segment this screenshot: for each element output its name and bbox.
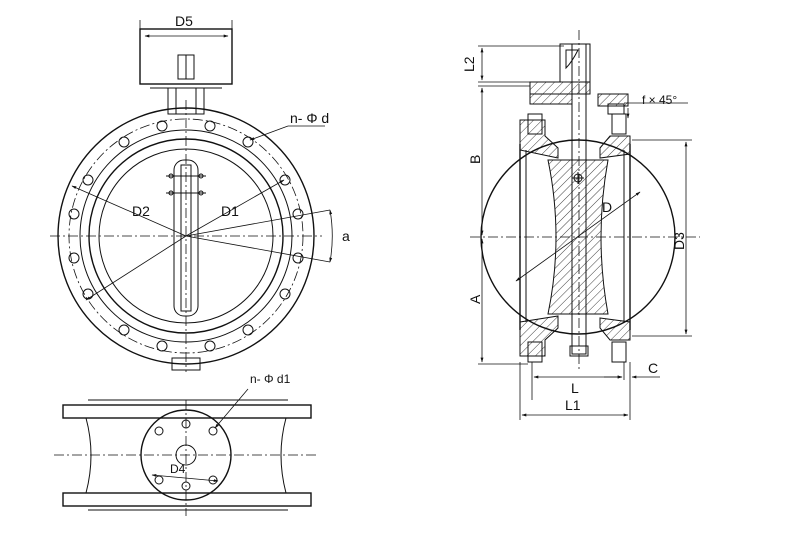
label-a: a — [342, 228, 350, 244]
bottom-view: n- Φ d1 D4 — [54, 372, 318, 516]
label-d1: D1 — [221, 203, 239, 219]
bolt-holes — [68, 120, 304, 352]
front-view: D5 — [50, 13, 350, 372]
label-l1: L1 — [565, 397, 581, 413]
bottom-flange-circle — [140, 409, 232, 501]
disc-edge — [166, 159, 206, 317]
side-view: D L2 B A D3 f × 45° L C — [461, 30, 700, 420]
label-d2: D2 — [132, 203, 150, 219]
label-n-phi-d: n- Φ d — [290, 110, 329, 126]
label-n-phi-d1: n- Φ d1 — [250, 372, 291, 386]
label-l: L — [571, 380, 579, 396]
label-f45: f × 45° — [642, 93, 677, 107]
label-a-upper: A — [467, 294, 483, 304]
label-d: D — [602, 199, 612, 215]
label-d3: D3 — [671, 232, 687, 250]
label-l2: L2 — [461, 56, 477, 72]
actuator-mount-plate — [139, 20, 233, 115]
label-b: B — [467, 155, 483, 164]
label-c: C — [648, 360, 658, 376]
label-d4: D4 — [170, 462, 186, 476]
label-d5: D5 — [175, 13, 193, 29]
